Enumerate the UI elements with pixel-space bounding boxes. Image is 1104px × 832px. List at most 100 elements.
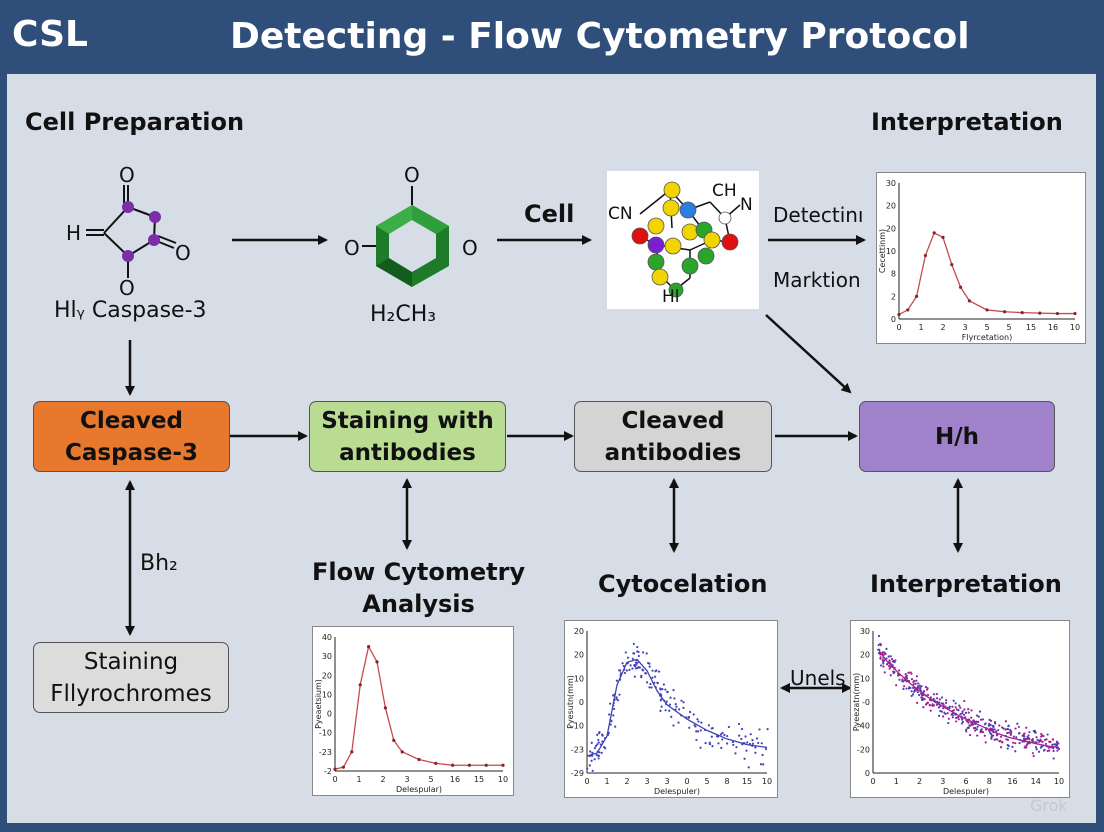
data-point [897, 312, 901, 317]
scatter-point [636, 666, 639, 670]
scatter-point [902, 680, 905, 683]
scatter-point [625, 669, 628, 672]
scatter-point [723, 733, 726, 737]
scatter-point [672, 724, 675, 727]
scatter-point [997, 728, 1000, 732]
scatter-point [761, 753, 764, 757]
scatter-point [743, 757, 746, 760]
heading-cytocelation: Cytocelation [598, 570, 768, 598]
scatter-point [708, 741, 711, 744]
data-point [467, 763, 471, 767]
scatter-point [932, 697, 935, 700]
scatter-point [644, 672, 648, 675]
y-axis-label: Pyeaetsium) [314, 679, 323, 729]
scatter-point [994, 738, 998, 741]
scatter-point [1023, 732, 1026, 735]
scatter-point [732, 743, 735, 747]
scatter-point [901, 678, 904, 681]
scatter-point [668, 703, 672, 706]
y-tick-label: -2 [324, 767, 332, 776]
scatter-point [673, 697, 676, 700]
scatter-point [1014, 742, 1017, 745]
label-bh2: Bh₂ [140, 551, 178, 576]
scatter-point [893, 661, 896, 664]
scatter-point [645, 652, 648, 655]
x-tick-label: 8 [987, 777, 992, 786]
scatter-point [910, 672, 913, 675]
scatter-point [955, 720, 958, 723]
scatter-point [1000, 726, 1004, 729]
x-tick-label: 0 [896, 323, 901, 332]
scatter-point [1031, 752, 1034, 755]
x-tick-label: 15 [474, 775, 484, 784]
scatter-point [710, 735, 713, 738]
scatter-point [1009, 733, 1012, 736]
scatter-point [1006, 747, 1009, 750]
label-marktion: Marktion [773, 268, 861, 292]
scatter-point [929, 709, 932, 712]
scatter-point [1023, 746, 1026, 749]
data-point [484, 763, 488, 767]
scatter-point [1025, 737, 1029, 741]
scatter-point [664, 709, 667, 712]
scatter-point [680, 699, 683, 702]
scatter-point [1055, 741, 1059, 744]
scatter-point [961, 710, 964, 713]
scatter-point [1038, 739, 1041, 743]
scatter-point [963, 708, 966, 711]
scatter-point [618, 693, 621, 696]
scatter-point [972, 727, 976, 730]
scatter-point [881, 658, 884, 662]
mol1-h-label: H [66, 221, 82, 245]
data-point [1038, 311, 1042, 315]
scatter-point [1043, 738, 1046, 742]
scatter-point [945, 699, 948, 702]
scatter-point [696, 718, 699, 721]
scatter-point [912, 683, 915, 686]
scatter-point [988, 722, 991, 725]
data-point [417, 757, 421, 762]
scatter-point [935, 692, 938, 696]
y-tick-label: 20 [574, 627, 584, 636]
scatter-point [928, 704, 932, 707]
scatter-point [967, 708, 970, 711]
scatter-point [1008, 731, 1011, 734]
heading-cell-preparation: Cell Preparation [25, 108, 245, 136]
scatter-point [910, 694, 913, 698]
y-tick-label: 30 [860, 627, 870, 636]
x-tick-label: 3 [962, 323, 967, 332]
scatter-point [896, 674, 900, 677]
scatter-point [889, 674, 892, 677]
scatter-point [926, 693, 930, 697]
scatter-point [915, 679, 918, 682]
scatter-point [665, 700, 668, 703]
scatter-point [621, 662, 624, 665]
label-cell: Cell [524, 200, 575, 228]
scatter-point [704, 741, 707, 745]
scatter-point [910, 677, 914, 681]
scatter-point [641, 669, 645, 672]
data-point [915, 294, 919, 298]
scatter-point [633, 665, 637, 668]
scatter-point [688, 726, 691, 729]
scatter-point [983, 734, 986, 737]
scatter-point [751, 739, 754, 742]
scatter-point [891, 660, 894, 663]
scatter-point [991, 734, 995, 737]
scatter-point [654, 675, 657, 678]
scatter-point [586, 767, 589, 770]
scatter-point [958, 704, 961, 707]
scatter-point [1004, 728, 1007, 731]
scatter-point [632, 642, 635, 646]
scatter-point [632, 652, 635, 655]
scatter-point [917, 682, 920, 685]
scatter-point [700, 721, 703, 724]
x-tick-label: 10 [1070, 323, 1080, 332]
scatter-point [1032, 754, 1035, 758]
x-tick-label: 1 [604, 777, 609, 786]
scatter-point [615, 679, 618, 682]
scatter-point [664, 688, 667, 691]
box-hh: H/h [859, 401, 1055, 472]
